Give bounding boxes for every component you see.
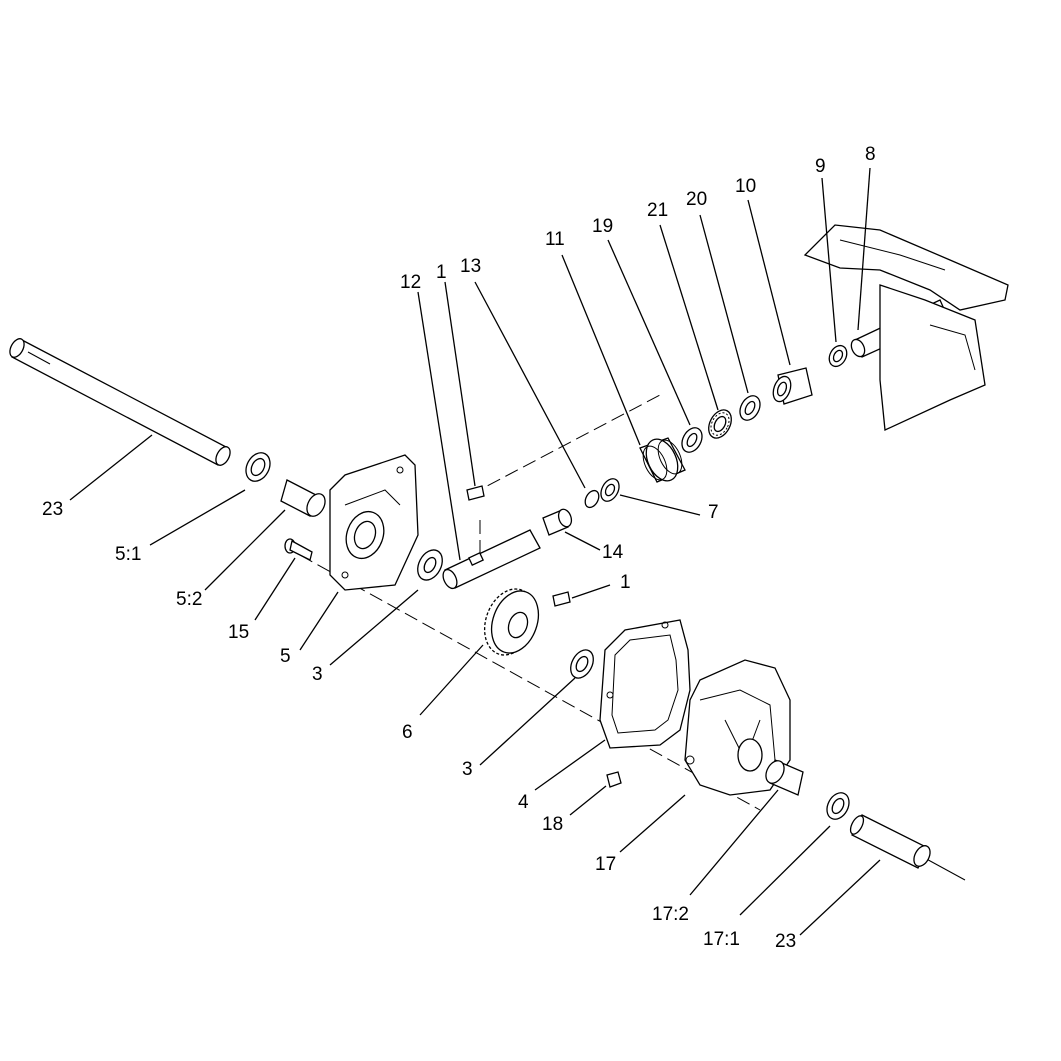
bushing-14 xyxy=(542,508,573,536)
impeller-8 xyxy=(803,224,1009,431)
callout-23-upper: 23 xyxy=(42,499,63,520)
callout-1-lower: 1 xyxy=(620,572,631,593)
callout-11: 11 xyxy=(545,229,565,250)
callout-labels: 23 5:1 5:2 15 5 3 6 3 4 18 17 17:2 17:1 … xyxy=(42,144,876,952)
worm-shaft-12 xyxy=(442,529,541,590)
callout-21: 21 xyxy=(647,200,668,221)
callout-5-1: 5:1 xyxy=(115,544,141,565)
shaft-upper xyxy=(9,338,231,466)
callout-9: 9 xyxy=(815,156,826,177)
key-1-lower xyxy=(552,591,571,607)
gear-housing-right xyxy=(684,659,791,796)
callout-20: 20 xyxy=(686,189,707,210)
callout-3-right: 3 xyxy=(462,759,473,780)
worm-gear-11 xyxy=(639,437,686,483)
callout-5-2: 5:2 xyxy=(176,589,202,610)
callout-1-upper: 1 xyxy=(436,262,447,283)
key-1-upper xyxy=(466,485,485,501)
callout-8: 8 xyxy=(865,144,876,165)
callout-19: 19 xyxy=(592,216,613,237)
callout-15: 15 xyxy=(228,622,249,643)
washer-3-right xyxy=(570,649,594,679)
bushing-5-1 xyxy=(245,452,271,482)
callout-4: 4 xyxy=(518,792,529,813)
bushing-17-1 xyxy=(826,792,850,820)
bushing-10 xyxy=(772,367,813,405)
callout-17-1: 17:1 xyxy=(703,929,740,950)
bushing-5-2 xyxy=(280,479,326,517)
callout-12: 12 xyxy=(400,272,421,293)
callout-23-lower: 23 xyxy=(775,931,796,952)
shaft-lower xyxy=(849,814,931,869)
callout-3-left: 3 xyxy=(312,664,323,685)
callout-14: 14 xyxy=(602,542,624,563)
callout-7: 7 xyxy=(708,502,719,523)
washer-19 xyxy=(681,427,703,453)
callout-17-2: 17:2 xyxy=(652,904,689,925)
callout-10: 10 xyxy=(735,176,756,197)
gear-housing-left xyxy=(329,454,419,591)
bushing-17-2 xyxy=(765,759,804,796)
washer-20 xyxy=(739,395,761,421)
callout-18: 18 xyxy=(542,814,563,835)
callout-13: 13 xyxy=(460,256,481,277)
washer-7 xyxy=(600,478,620,502)
callout-5: 5 xyxy=(280,646,291,667)
gasket-4 xyxy=(599,619,691,749)
callout-6: 6 xyxy=(402,722,413,743)
callout-17: 17 xyxy=(595,854,616,875)
thrust-bearing-21 xyxy=(708,409,732,439)
washer-9 xyxy=(828,344,848,368)
gear-6 xyxy=(483,588,540,656)
leader-lines xyxy=(69,167,881,936)
plug-18 xyxy=(606,771,622,788)
bolt-15 xyxy=(284,538,313,561)
retaining-ring-13 xyxy=(584,489,600,509)
washer-3-left xyxy=(417,549,443,581)
